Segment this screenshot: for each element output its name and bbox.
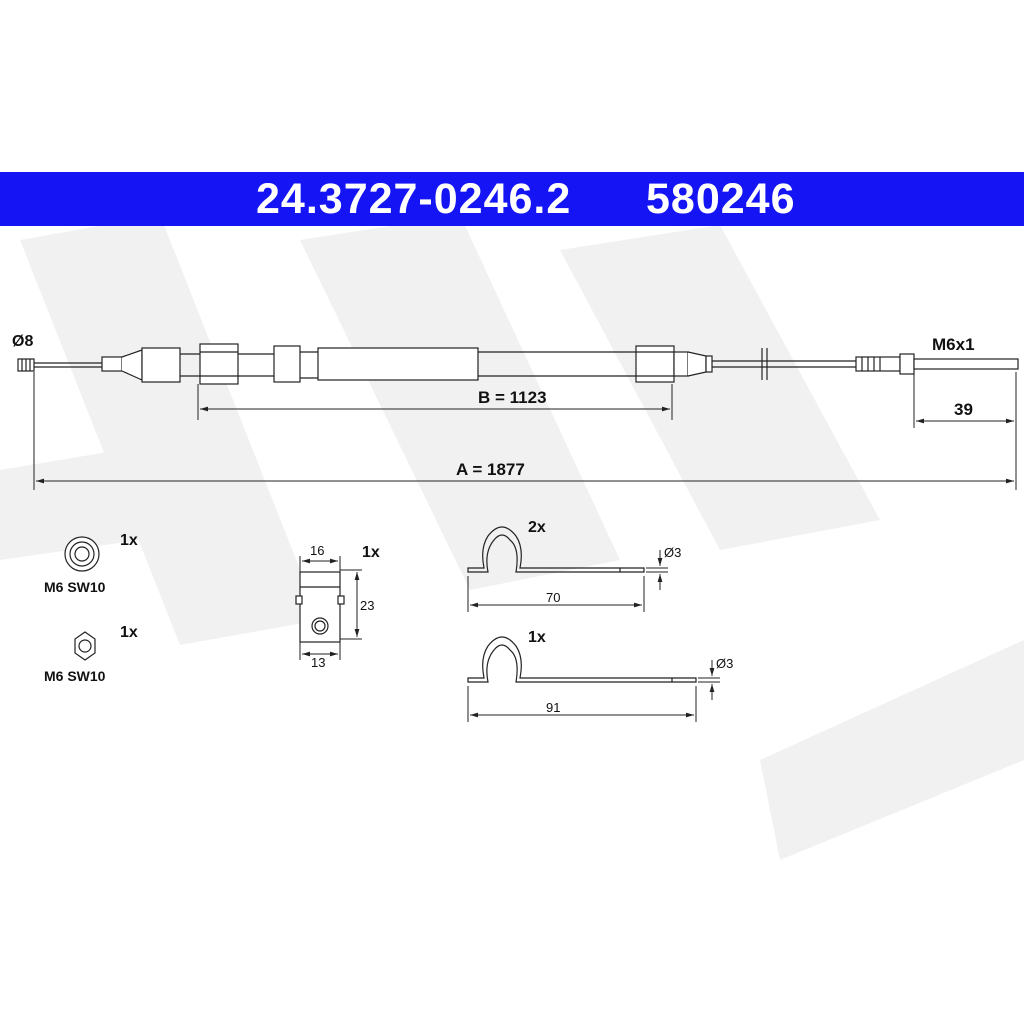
threaded-rod: [913, 358, 1019, 370]
dimension-a-label: A = 1877: [456, 460, 525, 479]
spring-short-qty: 1x: [528, 629, 546, 646]
header-bar: 24.3727-0246.2 580246: [0, 172, 1024, 226]
spring-clip-short-icon: [467, 636, 697, 683]
hex-nut-icon: [74, 631, 96, 661]
reference-number: 580246: [646, 175, 796, 223]
left-end-diameter-label: Ø8: [12, 333, 33, 350]
round-nut-qty: 1x: [120, 532, 138, 549]
spring-long-qty: 2x: [528, 519, 546, 536]
spring-short-length: 91: [546, 700, 560, 715]
spring-short-diameter: Ø3: [716, 656, 733, 671]
part-number: 24.3727-0246.2: [256, 175, 572, 223]
clip-qty: 1x: [362, 544, 380, 561]
clip-width-bottom: 13: [311, 655, 325, 670]
dimension-b-label: B = 1123: [478, 388, 547, 407]
hex-nut-label: M6 SW10: [44, 668, 106, 684]
retaining-clip-icon: [295, 571, 345, 643]
round-nut-icon: [64, 536, 100, 572]
hex-nut-qty: 1x: [120, 624, 138, 641]
hex-fitting: [199, 343, 239, 385]
spring-long-diameter: Ø3: [664, 545, 681, 560]
thread-size-label: M6x1: [932, 335, 975, 354]
spring-clip-long-icon: [467, 526, 645, 573]
rubber-grommet: [273, 345, 301, 383]
round-nut-label: M6 SW10: [44, 579, 106, 595]
spring-long-length: 70: [546, 590, 560, 605]
brake-cable: [17, 343, 1019, 385]
cable-ferrule: [141, 347, 181, 383]
cable-conduit: [317, 347, 479, 381]
clip-width-top: 16: [310, 543, 324, 558]
end-length-label: 39: [954, 400, 973, 419]
clip-height: 23: [360, 598, 374, 613]
